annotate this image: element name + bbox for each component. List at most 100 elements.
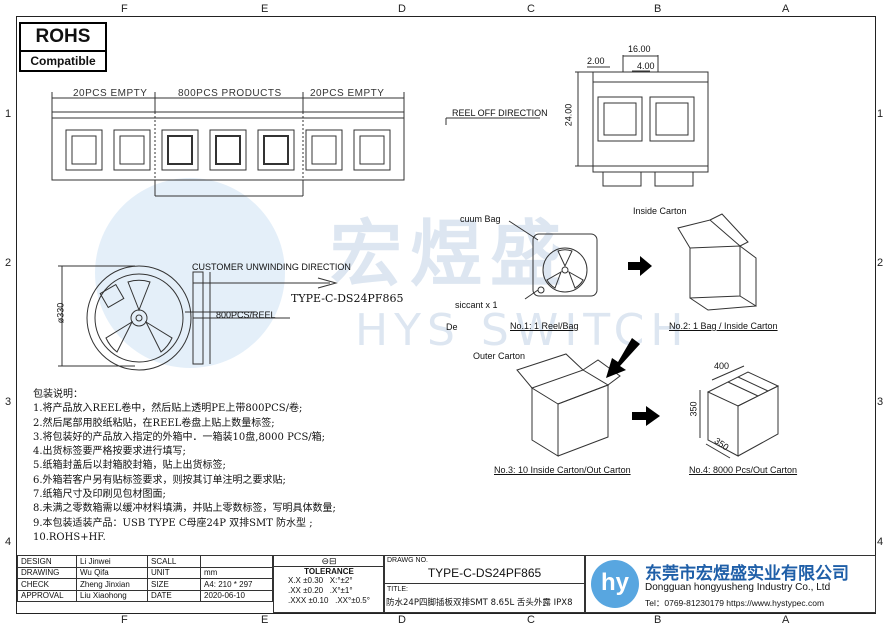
company-contact: Tel：0769-81230179 https://www.hystypec.c… bbox=[645, 598, 825, 608]
zone-col-label: C bbox=[527, 3, 535, 15]
tol-val: ±0.10 bbox=[308, 596, 329, 605]
step-1-caption: No.1: 1 Reel/Bag bbox=[510, 321, 579, 331]
vacuum-bag-label: cuum Bag bbox=[460, 214, 501, 224]
zone-col-label: D bbox=[398, 3, 406, 15]
key-cell: SCALL bbox=[147, 555, 201, 568]
company-logo: hy bbox=[591, 560, 639, 608]
tape-label-empty-left: 20PCS EMPTY bbox=[73, 88, 148, 99]
key-cell: UNIT bbox=[147, 566, 201, 579]
value-cell: 2020-06-10 bbox=[200, 589, 273, 602]
reel bbox=[86, 265, 192, 371]
dim-4: 4.00 bbox=[637, 61, 655, 71]
key-cell: SIZE bbox=[147, 578, 201, 591]
outer-carton-label: Outer Carton bbox=[473, 351, 526, 361]
zone-col-label: F bbox=[121, 614, 128, 626]
dim-16: 16.00 bbox=[628, 44, 651, 54]
final-carton bbox=[699, 365, 780, 459]
drawing-title: 防水24P四脚插板双排SMT 8.65L 舌头外露 IPX8 bbox=[386, 598, 573, 608]
note-item: 3.将包装好的产品放入指定的外箱中．一箱装10盘,8000 PCS/箱; bbox=[33, 431, 326, 443]
value-cell bbox=[200, 555, 273, 568]
note-item: 9.本包装适装产品：USB TYPE C母座24P 双排SMT 防水型 ; bbox=[33, 517, 313, 529]
dim-400: 400 bbox=[714, 361, 730, 371]
tol-angle: .XX°±0.5° bbox=[335, 596, 370, 605]
zone-col-label: B bbox=[654, 3, 662, 15]
title-block-signatures: DESIGN Li Jinwei SCALL DRAWING Wu Qifa U… bbox=[17, 555, 273, 602]
drawing-info-block: DRAWG NO. TYPE-C-DS24PF865 TITLE: 防水24P四… bbox=[383, 555, 586, 613]
vacuum-bag bbox=[532, 233, 598, 297]
arrow-right-icon bbox=[632, 406, 660, 426]
watermark-cn: 宏煜盛 bbox=[330, 212, 571, 296]
tol-angle: .X°±1° bbox=[329, 586, 353, 595]
zone-col-label: F bbox=[121, 3, 128, 15]
inside-carton-label: Inside Carton bbox=[633, 206, 687, 216]
projection-symbol-icon: ⊖⊟ bbox=[274, 556, 384, 567]
watermark-logo bbox=[95, 178, 285, 368]
zone-col-label: A bbox=[782, 614, 790, 626]
notes-heading: 包装说明： bbox=[33, 389, 83, 400]
zone-col-label: B bbox=[654, 614, 662, 626]
tape-label-products: 800PCS PRODUCTS bbox=[178, 88, 282, 99]
dim-350-height: 350 bbox=[688, 401, 699, 417]
rohs-badge: ROHS Compatible bbox=[19, 22, 107, 72]
zone-row-label: 1 bbox=[5, 108, 12, 120]
role-cell: DESIGN bbox=[17, 555, 77, 568]
note-item: 2.然后尾部用胶纸粘贴，在REEL卷盘上贴上数量标签; bbox=[33, 417, 275, 429]
dim-2: 2.00 bbox=[587, 56, 605, 66]
name-cell: Li Jinwei bbox=[76, 555, 148, 568]
name-cell: Wu Qifa bbox=[76, 566, 148, 579]
reel-type-label: TYPE-C-DS24PF865 bbox=[291, 292, 404, 305]
zone-col-label: D bbox=[398, 614, 406, 626]
step-4-caption: No.4: 8000 Pcs/Out Carton bbox=[689, 465, 798, 475]
zone-row-label: 3 bbox=[5, 396, 12, 408]
rohs-title: ROHS bbox=[21, 24, 105, 50]
company-name-en: Dongguan hongyusheng Industry Co., Ltd bbox=[645, 582, 831, 593]
note-item: 7.纸箱尺寸及印刷见包材图面; bbox=[33, 489, 166, 501]
rohs-subtitle: Compatible bbox=[21, 50, 105, 70]
note-item: 10.ROHS+HF. bbox=[33, 531, 106, 543]
step-2-caption: No.2: 1 Bag / Inside Carton bbox=[669, 321, 778, 331]
drawing-frame bbox=[16, 16, 876, 614]
desiccant-label: siccant x 1 bbox=[455, 300, 498, 310]
zone-row-label: 3 bbox=[877, 396, 884, 408]
zone-col-label: A bbox=[782, 3, 790, 15]
tape-label-empty-right: 20PCS EMPTY bbox=[310, 88, 385, 99]
zone-row-label: 1 bbox=[877, 108, 884, 120]
zone-col-label: E bbox=[261, 614, 269, 626]
role-cell: DRAWING bbox=[17, 566, 77, 579]
title-label: TITLE: bbox=[387, 586, 409, 593]
tol-key: .XX bbox=[288, 586, 301, 595]
packaging-notes: 包装说明： 1.将产品放入REEL卷中，然后贴上透明PE上带800PCS/卷; … bbox=[33, 388, 336, 545]
step-3-caption: No.3: 10 Inside Carton/Out Carton bbox=[494, 465, 631, 475]
tape-pockets bbox=[65, 129, 391, 171]
zone-row-label: 4 bbox=[5, 536, 12, 548]
zone-row-label: 2 bbox=[5, 257, 12, 269]
dim-330: ø330 bbox=[55, 302, 66, 324]
role-cell: APPROVAL bbox=[17, 589, 77, 602]
tolerance-title: TOLERANCE bbox=[304, 567, 354, 576]
value-cell: A4: 210 * 297 bbox=[200, 578, 273, 591]
unwinding-direction-label: CUSTOMER UNWINDING DIRECTION bbox=[192, 262, 351, 272]
zone-row-label: 2 bbox=[877, 257, 884, 269]
tol-key: .XXX bbox=[288, 596, 307, 605]
inside-carton bbox=[677, 213, 757, 311]
drawing-number: TYPE-C-DS24PF865 bbox=[427, 566, 542, 580]
tol-val: ±0.20 bbox=[303, 586, 324, 595]
reel-off-direction-label: REEL OFF DIRECTION bbox=[452, 108, 548, 118]
tol-key: X.X bbox=[288, 576, 301, 585]
note-item: 6.外箱若客户另有贴标签要求，则按其订单注明之要求贴; bbox=[33, 474, 286, 486]
name-cell: Liu Xiaohong bbox=[76, 589, 148, 602]
arrow-down-left-icon bbox=[606, 338, 640, 378]
company-block: hy 东莞市宏煜盛实业有限公司 Dongguan hongyusheng Ind… bbox=[584, 555, 876, 613]
note-item: 1.将产品放入REEL卷中，然后贴上透明PE上带800PCS/卷; bbox=[33, 403, 303, 415]
note-item: 5.纸箱封盖后以封箱胶封箱，贴上出货标签; bbox=[33, 460, 226, 472]
de-label: De bbox=[446, 322, 458, 332]
key-cell: DATE bbox=[147, 589, 201, 602]
zone-row-label: 4 bbox=[877, 536, 884, 548]
note-item: 8.未满之零数箱需以缓冲材料填满，并贴上零数标签，写明具体数量; bbox=[33, 503, 336, 515]
dim-24: 24.00 bbox=[563, 103, 574, 127]
zone-col-label: C bbox=[527, 614, 535, 626]
company-name-cn: 东莞市宏煜盛实业有限公司 bbox=[645, 564, 849, 584]
tolerance-block: ⊖⊟ TOLERANCE X.X ±0.30 X:°±2° .XX ±0.20 … bbox=[273, 555, 385, 613]
zone-col-label: E bbox=[261, 3, 269, 15]
